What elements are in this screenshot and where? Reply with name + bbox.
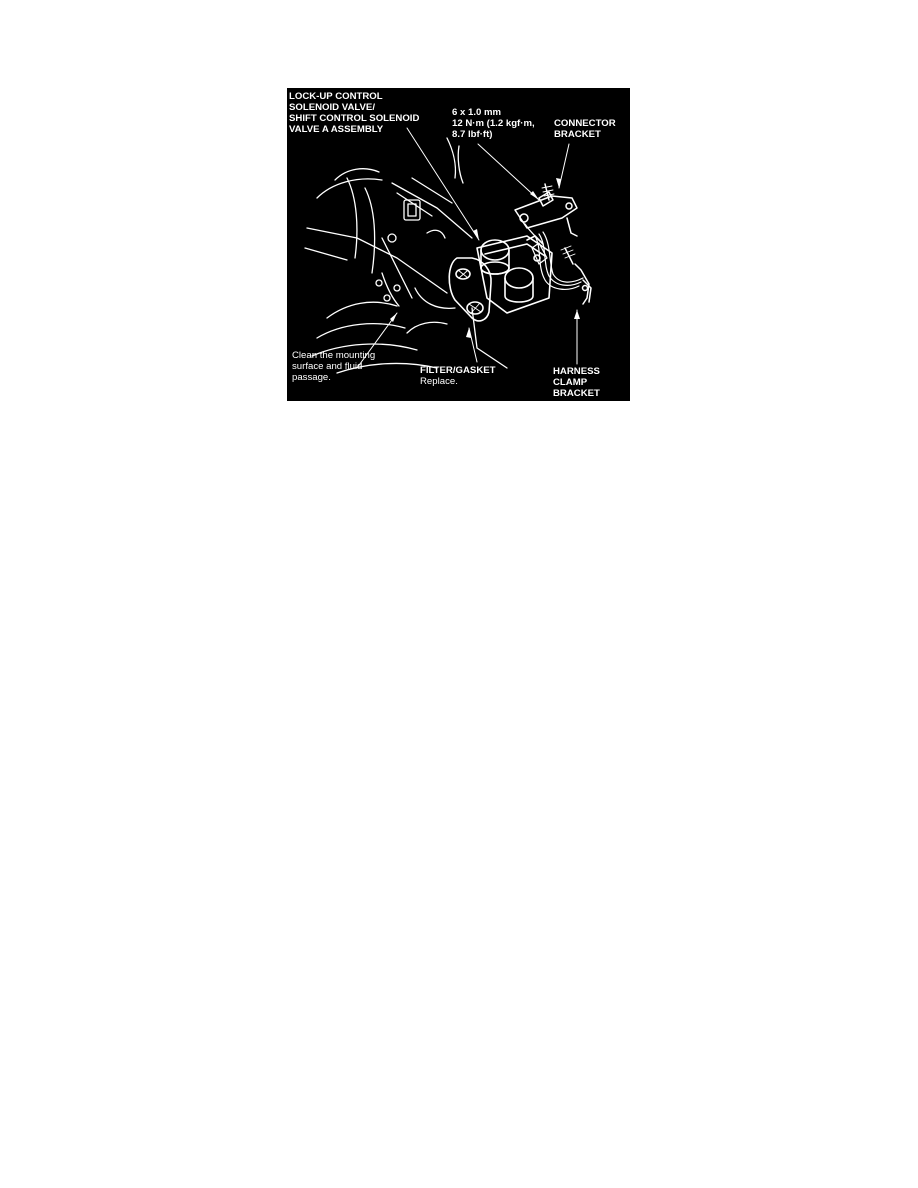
connector-bracket-drawing bbox=[514, 183, 578, 237]
diagram-artwork bbox=[304, 127, 592, 374]
solenoid-valve-assembly-drawing bbox=[476, 235, 553, 314]
label-clean-note: Clean the mounting surface and fluid pas… bbox=[292, 350, 376, 383]
label-bolt-spec: 6 x 1.0 mm 12 N·m (1.2 kgf·m, 8.7 lbf·ft… bbox=[452, 107, 535, 140]
label-solenoid-valve-assembly: LOCK-UP CONTROL SOLENOID VALVE/ SHIFT CO… bbox=[289, 91, 420, 135]
label-harness-clamp-bracket: HARNESS CLAMP BRACKET bbox=[553, 366, 600, 399]
harness-clamp-bracket-drawing bbox=[560, 245, 592, 305]
wiring-harness-drawing bbox=[524, 223, 584, 290]
label-connector-bracket: CONNECTOR BRACKET bbox=[554, 118, 616, 140]
solenoid-valve-diagram: LOCK-UP CONTROL SOLENOID VALVE/ SHIFT CO… bbox=[287, 88, 630, 401]
leader-arrowheads bbox=[390, 178, 580, 338]
transmission-housing-sketch bbox=[304, 137, 508, 374]
label-filter-gasket: FILTER/GASKET Replace. bbox=[420, 365, 496, 387]
